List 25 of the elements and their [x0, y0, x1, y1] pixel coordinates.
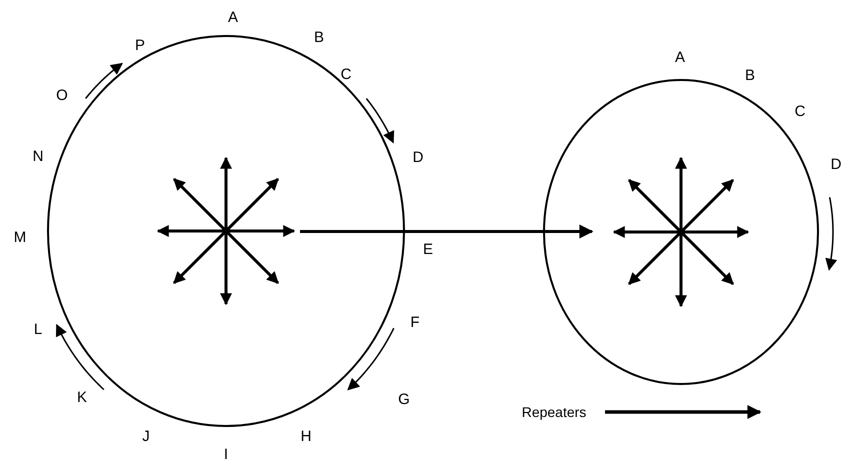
position-letter: L	[34, 322, 42, 338]
position-letter: K	[77, 390, 87, 406]
position-letter: B	[745, 68, 755, 84]
position-letter: J	[142, 429, 150, 445]
legend-label: Repeaters	[522, 404, 586, 420]
position-letter: E	[423, 242, 433, 258]
arrow-burst-drawing	[156, 156, 296, 306]
position-letter: C	[340, 67, 352, 83]
position-letter: N	[32, 149, 44, 165]
position-letter: G	[398, 392, 410, 408]
position-letter: D	[830, 157, 842, 173]
position-letter: D	[412, 150, 424, 166]
position-letter: B	[314, 30, 324, 46]
circle-outline	[543, 79, 819, 385]
position-letter: I	[224, 447, 228, 461]
position-letter: A	[675, 50, 685, 66]
position-letter: M	[14, 230, 26, 246]
position-letter: H	[300, 429, 312, 445]
position-letter: O	[56, 88, 68, 104]
position-letter: P	[135, 38, 145, 54]
arrow	[300, 224, 594, 238]
position-letter: F	[410, 315, 420, 331]
arrow-burst-drawing	[612, 156, 750, 308]
position-letter: A	[228, 10, 238, 26]
position-letter: C	[794, 104, 806, 120]
